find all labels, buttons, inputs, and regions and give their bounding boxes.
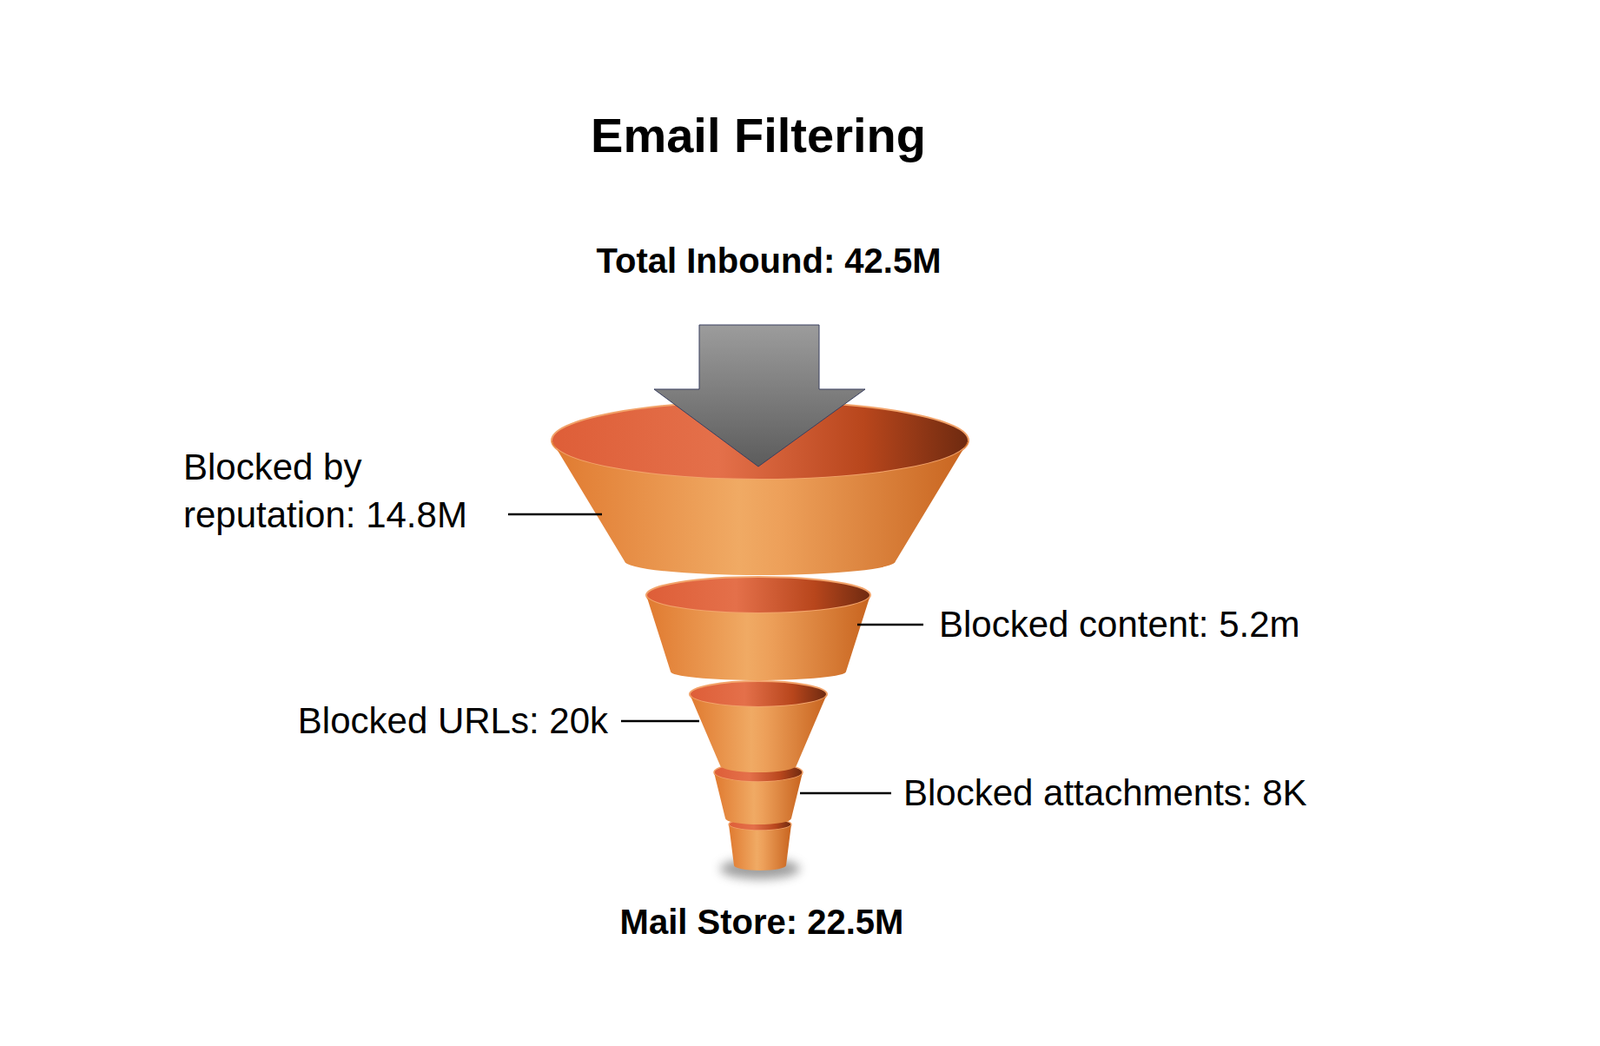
funnel-band xyxy=(728,818,792,871)
output-total: Mail Store: 22.5M xyxy=(620,899,905,945)
leader-line xyxy=(621,720,700,723)
inbound-total: Total Inbound: 42.5M xyxy=(595,238,941,284)
diagram-title: Email Filtering xyxy=(590,104,926,168)
leader-line xyxy=(800,792,892,795)
stage-label: Blocked URLs: 20k xyxy=(297,697,609,746)
stage-label: Blocked by reputation: 14.8M xyxy=(183,443,531,539)
funnel-band xyxy=(689,680,827,773)
leader-line xyxy=(857,623,924,627)
funnel-band xyxy=(646,576,871,681)
inbound-arrow xyxy=(654,324,866,467)
stage-label: Blocked content: 5.2m xyxy=(938,601,1301,649)
stage-label: Blocked attachments: 8K xyxy=(903,769,1308,818)
leader-line xyxy=(508,513,602,516)
